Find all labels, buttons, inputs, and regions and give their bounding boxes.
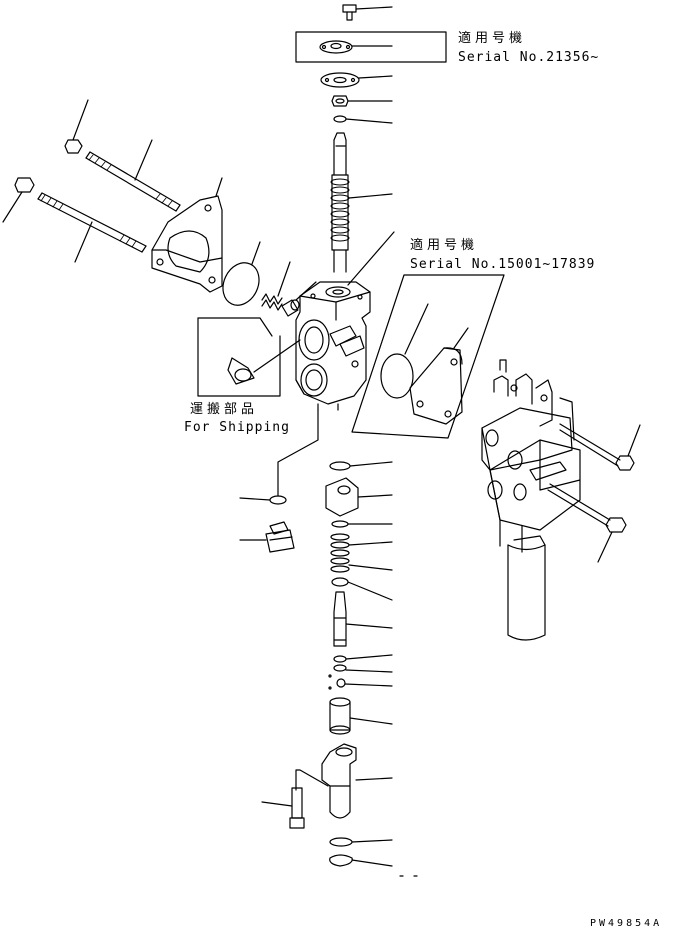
retainer-block — [325, 477, 393, 517]
nut-small — [331, 95, 393, 107]
leader-line — [277, 409, 319, 497]
washer-lower — [331, 520, 393, 528]
snap-ring — [329, 854, 393, 867]
applicable-mid-jp: 適用号機 — [410, 238, 479, 253]
shipping-en: For Shipping — [184, 420, 290, 435]
nut-left-upper — [64, 99, 89, 154]
top-applicable-box — [295, 31, 447, 63]
nut-left-lower — [2, 177, 35, 223]
o-ring-top — [333, 115, 393, 124]
bolt-left-lower — [261, 787, 305, 829]
nut-right-upper — [615, 424, 641, 471]
o-ring-bottom — [329, 837, 393, 847]
nut-right-lower — [597, 517, 627, 563]
shipping-box — [197, 317, 301, 397]
long-bolt-upper — [85, 139, 181, 212]
o-ring-large — [222, 241, 261, 306]
o-ring-lower — [329, 461, 393, 471]
shipping-jp: 運搬部品 — [190, 402, 259, 417]
sleeve — [329, 697, 393, 735]
plunger — [333, 591, 393, 647]
applicable-mid-serial: Serial No.15001~17839 — [410, 257, 596, 272]
spring-lower — [330, 533, 393, 573]
small-rings — [328, 654, 393, 690]
long-bolt-lower — [37, 192, 147, 263]
spring-small — [261, 261, 291, 311]
plug-small — [281, 281, 317, 317]
end-cover — [151, 177, 223, 293]
spool — [330, 132, 393, 273]
drawing-code: PW49854A — [590, 918, 663, 929]
applicable-top-jp: 適用号機 — [458, 31, 527, 46]
gasket-plate — [320, 72, 393, 88]
mid-applicable-box — [351, 274, 505, 439]
assembled-valve — [481, 359, 621, 641]
top-bolt — [342, 4, 393, 21]
plug-left — [239, 521, 295, 553]
applicable-top-serial: Serial No.21356~ — [458, 50, 600, 65]
valve-body — [295, 231, 395, 411]
o-ring-left — [239, 495, 287, 505]
cap-housing — [295, 743, 393, 819]
spring-seat — [331, 577, 393, 601]
